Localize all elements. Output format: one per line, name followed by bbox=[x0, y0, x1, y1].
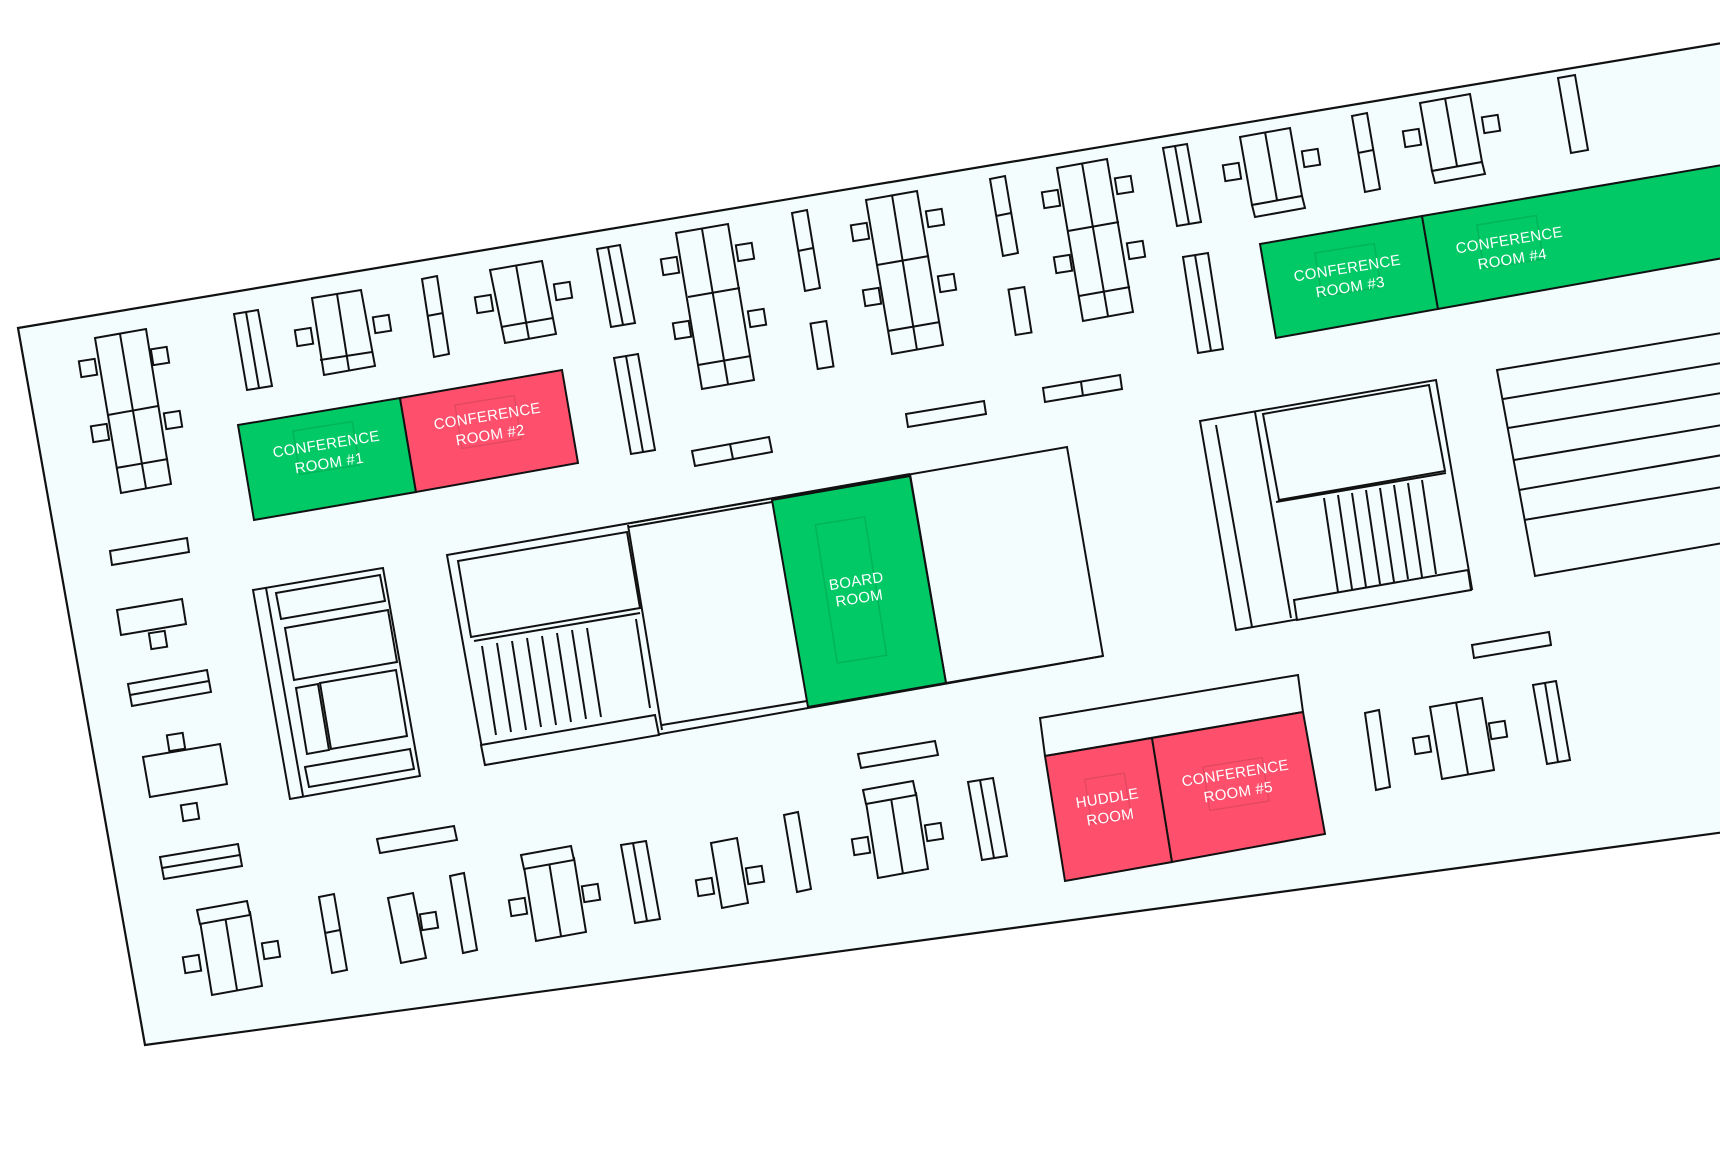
desk-cluster-7 bbox=[659, 222, 768, 391]
desk-cluster-16 bbox=[1401, 92, 1502, 185]
conference-room-5[interactable]: CONFERENCE ROOM #5 bbox=[1150, 710, 1327, 864]
bench-4 bbox=[108, 536, 191, 567]
chair-3 bbox=[179, 801, 201, 823]
desk-pair-22 bbox=[966, 776, 1009, 862]
desk-cluster-14 bbox=[1221, 126, 1322, 219]
cabinet-1 bbox=[809, 319, 835, 371]
desk-cluster-21 bbox=[850, 779, 945, 880]
chair-1 bbox=[147, 629, 169, 651]
desk-pair-24 bbox=[619, 839, 662, 925]
desk-cluster-11 bbox=[1040, 157, 1147, 323]
core-right bbox=[1198, 378, 1474, 632]
bench-2 bbox=[904, 399, 988, 429]
desk-cluster-1 bbox=[77, 327, 184, 495]
bench-8 bbox=[856, 739, 940, 770]
desk-cluster-23 bbox=[694, 836, 766, 910]
desk-pair-8 bbox=[790, 208, 822, 293]
table-1 bbox=[115, 597, 188, 637]
conference-room-4[interactable]: CONFERENCE ROOM #4 bbox=[1420, 162, 1720, 311]
cabinet-4 bbox=[782, 810, 813, 894]
desk-pair-20 bbox=[1531, 679, 1572, 766]
desk-cluster-26 bbox=[386, 891, 440, 965]
bench-7 bbox=[1470, 630, 1553, 660]
desk-cluster-5 bbox=[473, 259, 574, 345]
bench-9 bbox=[375, 824, 459, 855]
core-far-right bbox=[1495, 332, 1720, 578]
bench-1 bbox=[690, 435, 774, 468]
bench-5 bbox=[126, 668, 213, 708]
desk-pair-13 bbox=[1181, 251, 1225, 355]
conference-room-3[interactable]: CONFERENCE ROOM #3 bbox=[1258, 214, 1440, 340]
desk-pair-10 bbox=[988, 174, 1020, 258]
huddle-room[interactable]: HUDDLE ROOM bbox=[1043, 736, 1174, 883]
desk-pair-12 bbox=[1161, 142, 1203, 228]
cabinet-3 bbox=[1363, 708, 1392, 792]
desk-pair-4 bbox=[420, 274, 451, 359]
core-left bbox=[251, 566, 422, 801]
bench-6 bbox=[158, 842, 244, 881]
desk-pair-27 bbox=[317, 892, 349, 975]
desk-cluster-19 bbox=[1411, 696, 1509, 781]
desk-cluster-3 bbox=[293, 288, 393, 377]
desk-cluster-25 bbox=[507, 844, 602, 943]
table-2 bbox=[141, 742, 229, 799]
cabinet-2 bbox=[1007, 285, 1033, 337]
desk-pair-2 bbox=[232, 308, 274, 392]
desk-cluster-28 bbox=[181, 899, 282, 997]
chair-2 bbox=[165, 731, 187, 753]
desk-pair-17 bbox=[1556, 73, 1590, 155]
board-room[interactable]: BOARD ROOM bbox=[770, 474, 948, 709]
desk-cluster-9 bbox=[849, 189, 958, 356]
desk-pair-6 bbox=[595, 243, 637, 329]
conference-room-2[interactable]: CONFERENCE ROOM #2 bbox=[398, 368, 580, 494]
desk-pair-15 bbox=[1350, 111, 1382, 194]
bench-3 bbox=[1041, 373, 1124, 404]
desk-pair-18 bbox=[612, 352, 657, 456]
cabinet-5 bbox=[448, 871, 479, 955]
